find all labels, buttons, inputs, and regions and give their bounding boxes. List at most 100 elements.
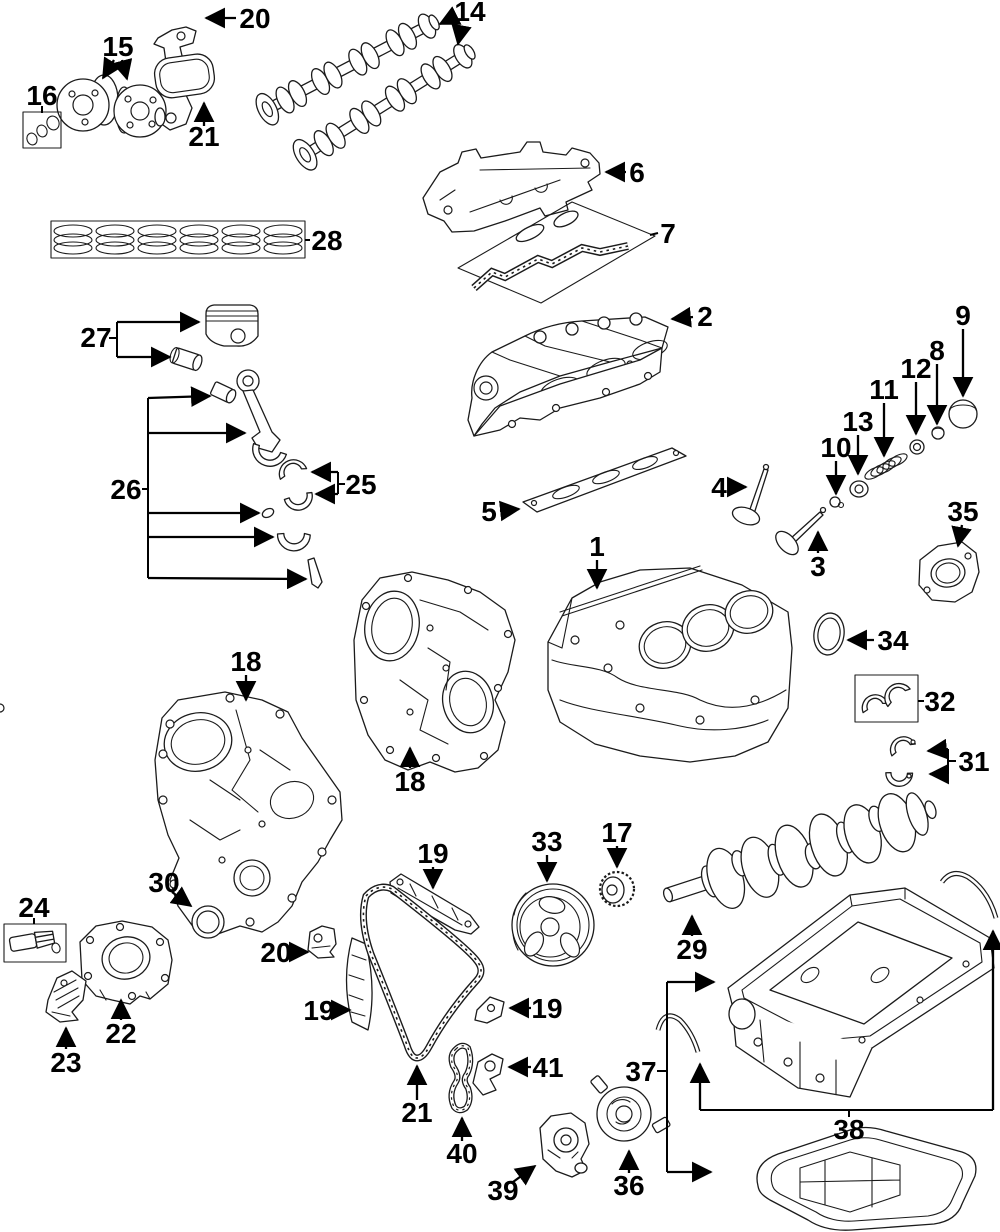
- callout-7-label[interactable]: 7: [660, 218, 676, 249]
- callout-39-label[interactable]: 39: [487, 1175, 518, 1206]
- callout-22-label[interactable]: 22: [105, 1018, 136, 1049]
- callout-2[interactable]: 2: [670, 301, 713, 332]
- callout-40[interactable]: 40: [446, 1116, 478, 1169]
- callout-10[interactable]: 10: [820, 432, 852, 496]
- callout-19b-label[interactable]: 19: [303, 995, 334, 1026]
- callout-41-label[interactable]: 41: [532, 1052, 563, 1083]
- callout-18a[interactable]: 18: [230, 646, 262, 702]
- callout-3-label[interactable]: 3: [810, 551, 826, 582]
- callout-1[interactable]: 1: [586, 531, 608, 590]
- callout-37[interactable]: 37: [625, 971, 716, 1183]
- callout-32-label[interactable]: 32: [924, 686, 955, 717]
- part-camshaft-exhaust: [292, 43, 476, 171]
- callout-29[interactable]: 29: [676, 914, 708, 965]
- callout-23[interactable]: 23: [50, 1026, 82, 1078]
- callout-15[interactable]: 15: [102, 31, 134, 81]
- callout-21a-label[interactable]: 21: [188, 121, 219, 152]
- callout-22[interactable]: 22: [105, 998, 137, 1049]
- callout-28[interactable]: 28: [305, 225, 343, 256]
- callout-5-label[interactable]: 5: [481, 496, 497, 527]
- callout-33-label[interactable]: 33: [531, 826, 562, 857]
- callout-26[interactable]: 26: [110, 386, 308, 590]
- callout-36-label[interactable]: 36: [613, 1170, 644, 1201]
- callout-4[interactable]: 4: [711, 472, 748, 503]
- callout-36[interactable]: 36: [613, 1149, 645, 1201]
- callout-27-label[interactable]: 27: [80, 322, 111, 353]
- callout-38[interactable]: 38: [689, 929, 1000, 1145]
- callout-25-label[interactable]: 25: [345, 469, 376, 500]
- callout-8[interactable]: 8: [926, 335, 948, 426]
- callout-15-label[interactable]: 15: [102, 31, 133, 62]
- callout-34-label[interactable]: 34: [877, 625, 909, 656]
- callout-10-label[interactable]: 10: [820, 432, 851, 463]
- callout-8-label[interactable]: 8: [929, 335, 945, 366]
- callout-40-label[interactable]: 40: [446, 1138, 477, 1169]
- callout-28-label[interactable]: 28: [311, 225, 342, 256]
- callout-12-label[interactable]: 12: [900, 353, 931, 384]
- callout-19b[interactable]: 19: [303, 995, 352, 1026]
- callout-21b-label[interactable]: 21: [401, 1097, 432, 1128]
- callout-18b[interactable]: 18: [394, 746, 426, 797]
- callout-13-label[interactable]: 13: [842, 406, 873, 437]
- callout-23-label[interactable]: 23: [50, 1047, 81, 1078]
- callout-16-label[interactable]: 16: [26, 80, 57, 111]
- callout-6-label[interactable]: 6: [629, 157, 645, 188]
- callout-20a-label[interactable]: 20: [239, 3, 270, 34]
- callout-21b[interactable]: 21: [401, 1064, 433, 1128]
- callout-16[interactable]: 16: [26, 80, 58, 113]
- callout-37-label[interactable]: 37: [625, 1056, 656, 1087]
- callout-11-label[interactable]: 11: [869, 374, 899, 405]
- callout-24-label[interactable]: 24: [18, 892, 50, 923]
- callout-25[interactable]: 25: [310, 461, 377, 505]
- callout-27[interactable]: 27: [80, 311, 201, 368]
- callout-34[interactable]: 34: [846, 625, 909, 656]
- callout-30[interactable]: 30: [148, 867, 193, 908]
- part-rod-bearing-set: [278, 459, 313, 511]
- callout-13[interactable]: 13: [842, 406, 874, 476]
- callout-9[interactable]: 9: [952, 300, 974, 398]
- callout-12[interactable]: 12: [900, 353, 932, 436]
- callout-35-label[interactable]: 35: [947, 496, 978, 527]
- part-valve-stem-seal: [829, 496, 845, 509]
- callout-19a[interactable]: 19: [417, 838, 449, 890]
- callout-19c-label[interactable]: 19: [531, 993, 562, 1024]
- callout-19c[interactable]: 19: [508, 993, 563, 1024]
- callout-33[interactable]: 33: [531, 826, 563, 883]
- callout-21a[interactable]: 21: [188, 101, 220, 152]
- callout-5[interactable]: 5: [481, 496, 521, 527]
- callout-2-label[interactable]: 2: [697, 301, 713, 332]
- callout-30-label[interactable]: 30: [148, 867, 179, 898]
- callout-31[interactable]: 31: [926, 738, 990, 785]
- callout-41[interactable]: 41: [507, 1052, 564, 1083]
- callout-18b-label[interactable]: 18: [394, 766, 425, 797]
- part-exhaust-valve: [775, 506, 827, 556]
- callout-11[interactable]: 11: [869, 374, 899, 458]
- callout-3[interactable]: 3: [807, 530, 829, 582]
- part-oil-pan-gasket-left: [655, 1013, 701, 1053]
- callout-26-label[interactable]: 26: [110, 474, 141, 505]
- callout-20a[interactable]: 20: [204, 3, 271, 34]
- callout-35[interactable]: 35: [947, 496, 979, 548]
- callout-1-label[interactable]: 1: [589, 531, 605, 562]
- callout-19a-label[interactable]: 19: [417, 838, 448, 869]
- part-timing-chain: [359, 883, 485, 1062]
- callout-29-label[interactable]: 29: [676, 934, 707, 965]
- callout-31-label[interactable]: 31: [958, 746, 989, 777]
- callout-32[interactable]: 32: [918, 686, 956, 717]
- callout-6[interactable]: 6: [604, 157, 645, 188]
- callout-4-label[interactable]: 4: [711, 472, 727, 503]
- callout-18a-label[interactable]: 18: [230, 646, 261, 677]
- callout-7[interactable]: 7: [649, 218, 676, 249]
- part-cylinder-head: [467, 312, 669, 437]
- callout-39[interactable]: 39: [487, 1164, 537, 1206]
- callout-17-label[interactable]: 17: [601, 817, 632, 848]
- callout-17[interactable]: 17: [601, 817, 633, 869]
- callout-38-label[interactable]: 38: [833, 1114, 864, 1145]
- callout-20b-label[interactable]: 20: [260, 937, 291, 968]
- callout-20b[interactable]: 20: [260, 937, 310, 968]
- callout-24[interactable]: 24: [18, 892, 50, 924]
- callout-14[interactable]: 14: [438, 0, 486, 46]
- callout-9-label[interactable]: 9: [955, 300, 971, 331]
- callout-14-label[interactable]: 14: [454, 0, 486, 27]
